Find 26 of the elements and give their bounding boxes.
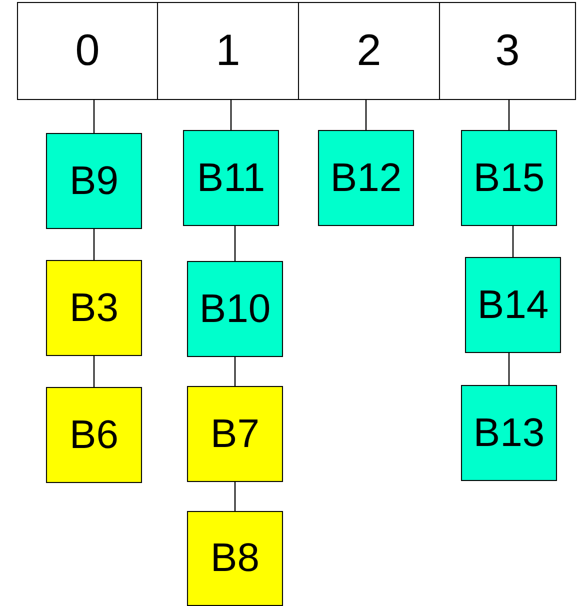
connector-line: [93, 356, 95, 387]
connector-line: [234, 226, 236, 261]
connector-line: [234, 482, 236, 511]
header-cell: 2: [298, 2, 440, 100]
block-box: B12: [318, 130, 414, 226]
header-cell: 1: [157, 2, 299, 100]
block-box: B6: [46, 387, 142, 483]
connector-line: [93, 100, 95, 133]
connector-line: [508, 353, 510, 385]
block-box: B7: [187, 386, 283, 482]
block-box: B13: [461, 385, 557, 481]
connector-line: [234, 357, 236, 386]
block-box: B3: [46, 260, 142, 356]
header-cell: 0: [17, 2, 158, 100]
block-box: B10: [187, 261, 283, 357]
block-box: B11: [183, 130, 279, 226]
connector-line: [512, 226, 514, 257]
connector-line: [365, 100, 367, 130]
connector-line: [508, 100, 510, 130]
block-box: B14: [465, 257, 561, 353]
header-cell: 3: [439, 2, 576, 100]
block-box: B9: [46, 133, 142, 229]
block-box: B15: [461, 130, 557, 226]
block-box: B8: [187, 511, 283, 606]
connector-line: [230, 100, 232, 130]
connector-line: [93, 229, 95, 260]
